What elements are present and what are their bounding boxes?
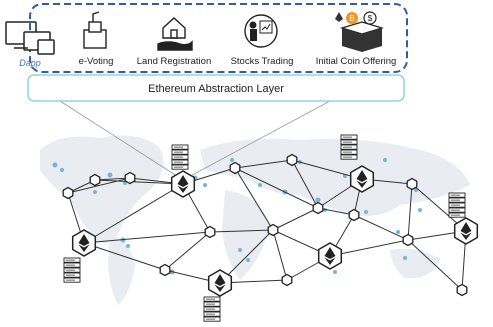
network-edge — [291, 159, 319, 209]
world-map-background — [40, 135, 470, 305]
network-nodes — [62, 153, 479, 297]
network-node — [229, 161, 241, 175]
server-rack-icon — [171, 144, 189, 170]
app-label-initial-coin-offering: Initial Coin Offering — [316, 56, 397, 67]
network-edge — [83, 231, 211, 244]
app-label-land-registration: Land Registration — [137, 56, 211, 67]
network-node — [124, 171, 136, 185]
ballot-box-icon — [83, 11, 107, 49]
server-rack-icon — [63, 257, 81, 283]
ethereum-node-icon — [317, 242, 343, 270]
dapp-label: Dapp — [19, 58, 41, 68]
network-edge — [67, 177, 131, 194]
network-edge — [353, 214, 409, 241]
server-racks — [63, 134, 466, 322]
ethereum-node-icon — [71, 229, 97, 257]
network-edges — [67, 159, 467, 291]
network-node — [348, 208, 360, 222]
ethereum-abstraction-layer-box — [27, 74, 405, 102]
svg-text:$: $ — [368, 14, 373, 23]
app-label-e-voting: e-Voting — [79, 56, 114, 67]
network-edge — [317, 207, 355, 216]
svg-text:B: B — [349, 14, 354, 23]
network-node — [204, 225, 216, 239]
network-edge — [94, 179, 184, 185]
ethereum-node-icon — [170, 170, 196, 198]
projection-lines — [59, 100, 331, 181]
ethereum-abstraction-layer-label: Ethereum Abstraction Layer — [148, 83, 284, 95]
network-edge — [272, 207, 319, 231]
network-edge — [407, 183, 413, 241]
network-edge — [94, 177, 131, 181]
network-edge — [83, 183, 184, 244]
network-node — [89, 173, 101, 187]
network-node — [406, 177, 418, 191]
network-edge — [164, 231, 211, 271]
coin-box-icon: B $ — [335, 11, 385, 52]
network-node — [402, 233, 414, 247]
network-edge — [272, 229, 288, 281]
devices-icon — [5, 21, 55, 55]
server-rack-icon — [340, 134, 358, 160]
network-node — [286, 153, 298, 167]
network-node — [456, 283, 468, 297]
network-edge — [329, 239, 409, 257]
network-edge — [234, 167, 274, 231]
network-node — [312, 201, 324, 215]
server-rack-icon — [203, 296, 221, 322]
network-edge — [234, 159, 293, 169]
app-label-stocks-trading: Stocks Trading — [231, 56, 294, 67]
network-edge — [234, 167, 319, 209]
network-node — [159, 263, 171, 277]
network-edge — [209, 229, 274, 233]
ethereum-node-icon — [349, 165, 375, 193]
ethereum-node-icon — [207, 269, 233, 297]
network-node — [267, 223, 279, 237]
network-node — [62, 186, 74, 200]
network-edge — [219, 229, 274, 284]
network-edge — [83, 242, 166, 271]
server-rack-icon — [448, 192, 466, 218]
presenter-chart-icon — [244, 14, 278, 48]
network-node — [281, 273, 293, 287]
ethereum-node-icon — [453, 217, 479, 245]
network-edge — [407, 239, 463, 291]
house-in-hand-icon — [157, 17, 193, 51]
